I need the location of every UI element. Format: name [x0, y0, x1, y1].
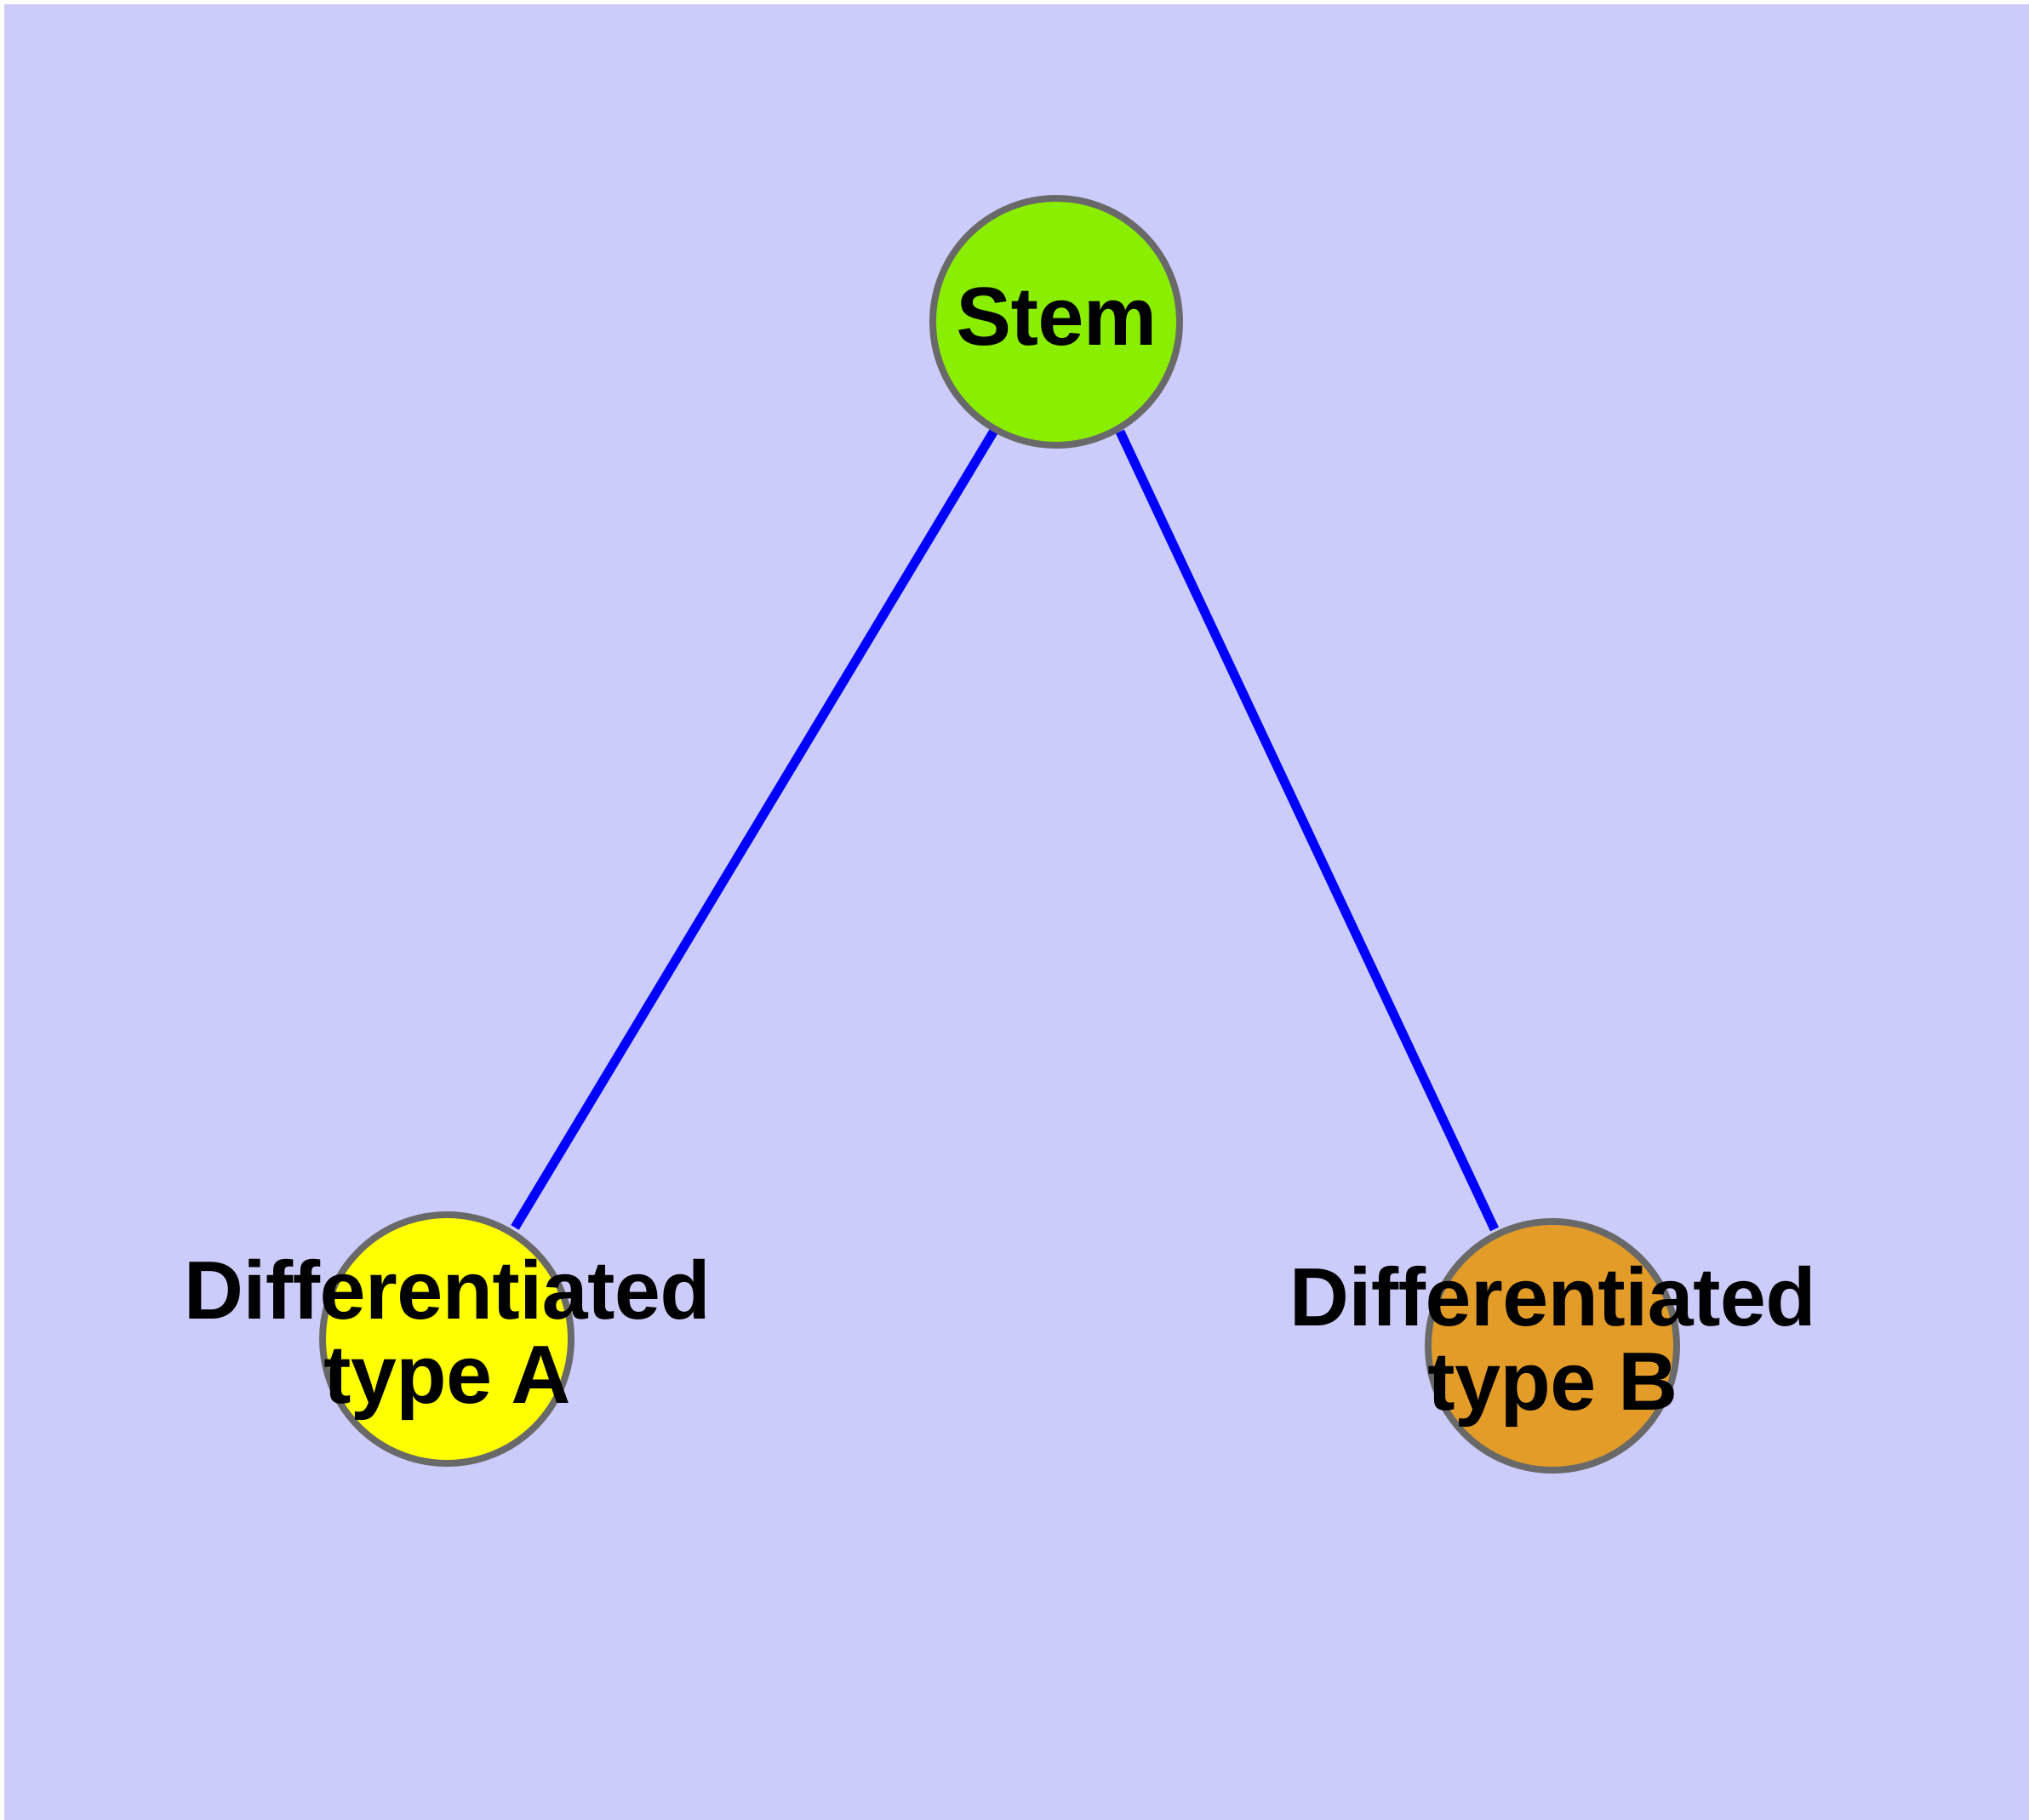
- node-stem[interactable]: [929, 195, 1183, 449]
- graph-svg: [319, 195, 1680, 1474]
- edge-stem-to-type-a[interactable]: [511, 428, 998, 1230]
- node-differentiated-type-a[interactable]: [319, 1211, 574, 1467]
- edge-stem-to-type-b[interactable]: [1116, 429, 1499, 1232]
- node-differentiated-type-b[interactable]: [1425, 1218, 1680, 1474]
